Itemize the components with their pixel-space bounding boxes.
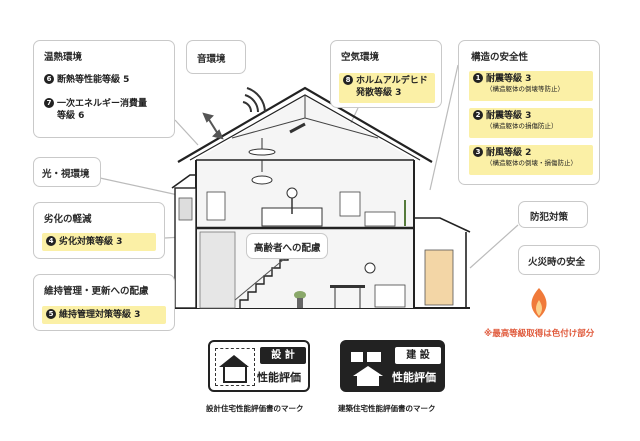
construction-mark-caption: 建築住宅性能評価書のマーク bbox=[338, 404, 436, 413]
crime-title: 防犯対策 bbox=[530, 212, 569, 223]
construction-mark-label-top: 建 設 bbox=[395, 347, 441, 364]
deterioration-highlight bbox=[42, 233, 156, 251]
construction-evaluation-mark: 建 設 性能評価 bbox=[340, 340, 445, 392]
structure-title: 構造の安全性 bbox=[471, 52, 529, 63]
construction-mark-house-icon bbox=[347, 348, 389, 386]
light-environment-box: 光・視環境 bbox=[33, 157, 101, 187]
maintenance-highlight bbox=[42, 306, 166, 324]
highlight-note: ※最高等級取得は色付け部分 bbox=[484, 329, 595, 339]
design-mark-label-bottom: 性能評価 bbox=[257, 371, 301, 384]
structure-highlight-1 bbox=[469, 71, 593, 101]
design-mark-house-icon bbox=[215, 348, 255, 386]
crime-prevention-box: 防犯対策 bbox=[518, 201, 588, 228]
flame-icon bbox=[531, 288, 547, 318]
light-title: 光・視環境 bbox=[42, 169, 90, 180]
design-evaluation-mark: 設 計 性能評価 bbox=[208, 340, 310, 392]
sound-title: 音環境 bbox=[197, 54, 226, 65]
maintenance-title: 維持管理・更新への配慮 bbox=[44, 286, 149, 297]
elderly-title: 高齢者への配慮 bbox=[254, 243, 321, 254]
construction-mark-label-bottom: 性能評価 bbox=[392, 371, 436, 384]
air-highlight bbox=[339, 73, 435, 103]
structure-highlight-2 bbox=[469, 108, 593, 138]
design-mark-caption: 設計住宅性能評価書のマーク bbox=[206, 404, 304, 413]
design-mark-label-top: 設 計 bbox=[260, 347, 306, 364]
deterioration-title: 劣化の軽減 bbox=[44, 214, 92, 225]
sound-environment-box: 音環境 bbox=[186, 40, 246, 74]
double-arrow-icon bbox=[202, 112, 224, 140]
fire-title: 火災時の安全 bbox=[528, 257, 586, 268]
air-title: 空気環境 bbox=[341, 52, 380, 63]
thermal-title: 温熱環境 bbox=[44, 52, 83, 63]
elderly-care-box: 高齢者への配慮 bbox=[246, 233, 328, 259]
structure-highlight-3 bbox=[469, 145, 593, 175]
sound-wave-icon bbox=[242, 87, 266, 113]
fire-safety-box: 火災時の安全 bbox=[518, 245, 600, 275]
